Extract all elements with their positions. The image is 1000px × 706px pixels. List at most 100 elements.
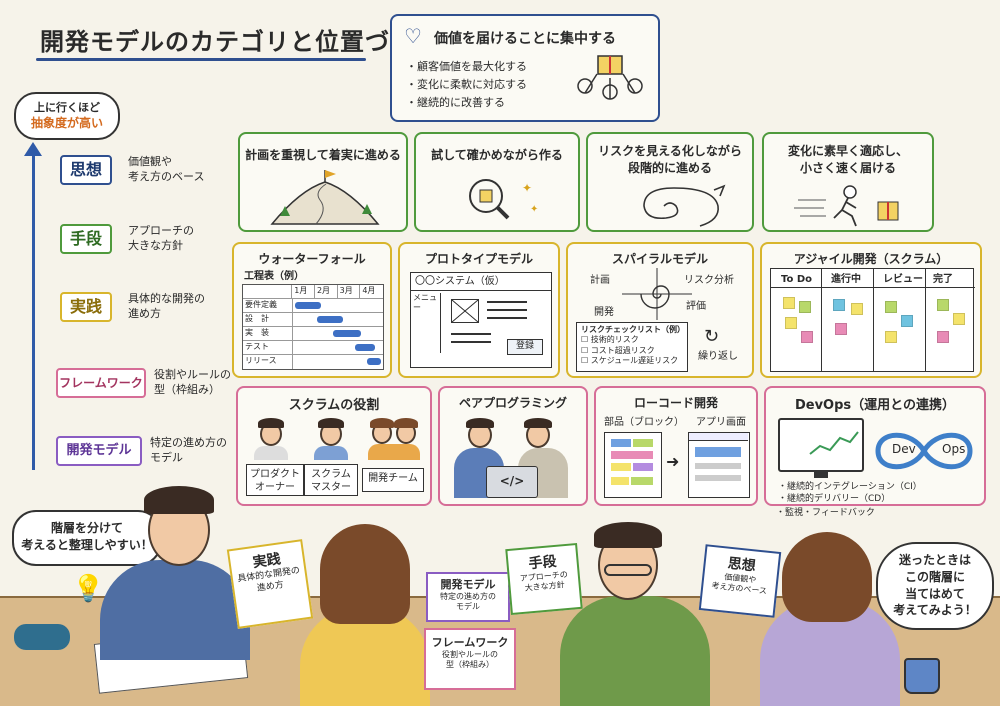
arrow-head-icon — [24, 142, 42, 156]
monitor — [778, 418, 864, 472]
checkbox-icon: ☐ — [581, 335, 589, 345]
risk-item: コスト超過リスク — [590, 345, 655, 355]
person-3-hair — [594, 522, 662, 548]
board-col-done: 完了 — [933, 274, 953, 285]
board-divider — [821, 269, 822, 371]
approach-card-try: 試して確かめながら作る ✦ ✦ — [414, 132, 580, 232]
block-part — [611, 463, 631, 471]
sticky-note — [885, 331, 897, 343]
hair — [258, 418, 284, 428]
sticky-note — [937, 299, 949, 311]
speech-bubble-left: 階層を分けて 考えると整理しやすい！ — [12, 510, 162, 566]
hair — [524, 418, 552, 428]
board-col-review: レビュー — [883, 274, 923, 285]
legend-desc-model: 特定の進め方の モデル — [150, 436, 227, 464]
glasses-icon — [604, 564, 652, 576]
spiral-label-risk: リスク分析 — [684, 275, 734, 286]
framework-card-scrum-roles: スクラムの役割 プロダクト オーナー スクラム マスター 開発チーム — [236, 386, 432, 506]
text-lines — [451, 333, 491, 335]
prototype-title: プロトタイプモデル — [424, 252, 533, 266]
infinity-loop-icon — [875, 432, 973, 470]
value-bullet-2: ・変化に柔軟に対応する — [406, 78, 527, 91]
image-placeholder-icon — [451, 299, 479, 323]
runner-gift-icon — [794, 185, 899, 227]
devops-ops-label: Ops — [942, 442, 966, 456]
gantt-row-label: 要件定義 — [243, 299, 293, 312]
practice-card-agile: アジャイル開発（スクラム） To Do 進行中 レビュー 完了 — [760, 242, 982, 378]
approach-card-plan: 計画を重視して着実に進める — [238, 132, 408, 232]
spiral-label-dev: 開発 — [594, 307, 614, 318]
gantt-month-4: 4月 — [362, 286, 376, 295]
scrum-board: To Do 進行中 レビュー 完了 — [770, 268, 975, 372]
parts-panel — [604, 432, 662, 498]
risk-item: 技術的リスク — [590, 335, 639, 345]
board-divider — [925, 269, 926, 371]
risk-checklist-title: リスクチェックリスト（例） — [581, 325, 685, 334]
mug-icon — [904, 658, 940, 694]
practice-card-waterfall: ウォーターフォール 工程表（例） 1月 2月 3月 4月 要件定義 設 計 実 … — [232, 242, 392, 378]
abstraction-arrow — [32, 150, 35, 470]
scrum-roles-title: スクラムの役割 — [288, 398, 380, 413]
gantt-bar — [367, 358, 381, 365]
board-col-doing: 進行中 — [831, 274, 861, 285]
spiral-arrow-icon — [643, 184, 726, 227]
heart-icon: ♡ — [404, 24, 422, 48]
svg-text:✦: ✦ — [522, 181, 532, 195]
legend-desc-shiso: 価値観や 考え方のベース — [128, 155, 205, 183]
app-block — [695, 447, 741, 457]
gantt-bar — [355, 344, 375, 351]
value-box-title: 価値を届けることに集中する — [434, 31, 616, 47]
checkbox-icon: ☐ — [581, 356, 589, 366]
sticky-note — [835, 323, 847, 335]
card-dev-model-title: 開発モデル — [440, 578, 496, 591]
legend-tag-framework: フレームワーク — [56, 368, 146, 398]
approach-card-adapt: 変化に素早く適応し、 小さく速く届ける — [762, 132, 934, 232]
person-4-hair — [782, 532, 872, 622]
spiral-diagram — [622, 268, 692, 320]
sticky-note — [783, 297, 795, 309]
monitor-stand — [814, 472, 828, 478]
lowcode-app-label: アプリ画面 — [696, 417, 746, 428]
sticky-note — [799, 301, 811, 313]
gantt-bar — [317, 316, 343, 323]
sticky-note — [785, 317, 797, 329]
legend-tag-shiso: 思想 — [60, 155, 112, 185]
app-block — [695, 475, 741, 481]
gantt-row-label: 実 装 — [243, 327, 293, 340]
block-part — [633, 463, 653, 471]
card-framework-title: フレームワーク — [431, 636, 509, 649]
gantt-row-label: 設 計 — [243, 313, 293, 326]
devops-bullet-cd: ・継続的デリバリー（CD） — [778, 494, 891, 504]
app-titlebar — [689, 433, 748, 441]
value-bullet-1: ・顧客価値を最大化する — [406, 60, 527, 73]
block-part — [611, 439, 631, 447]
app-screen — [688, 432, 750, 498]
abstraction-note-line2: 抽象度が高い — [30, 116, 103, 131]
title-underline — [36, 58, 366, 61]
person-3-body — [560, 596, 710, 706]
role-product-owner: プロダクト オーナー — [246, 464, 304, 496]
cycle-arrow-icon: ↻ — [704, 326, 720, 347]
card-shudan-desc: アプローチの 大きな方針 — [519, 569, 569, 594]
spiral-title: スパイラルモデル — [611, 252, 708, 266]
block-part — [611, 477, 629, 485]
block-part — [611, 451, 653, 459]
prototype-window-title: 〇〇システム（仮） — [411, 273, 551, 291]
practice-card-spiral: スパイラルモデル 計画 リスク分析 開発 評価 リスクチェックリスト（例） ☐ … — [566, 242, 754, 378]
gantt-row-label: リリース — [243, 355, 293, 369]
gantt-row-label: テスト — [243, 341, 293, 354]
value-bullet-3: ・継続的に改善する — [406, 96, 505, 109]
sticky-note — [885, 301, 897, 313]
approach-card-risk: リスクを見える化しながら 段階的に進める — [586, 132, 754, 232]
hair — [394, 418, 418, 428]
page-title: 開発モデルのカテゴリと位置づけ — [40, 28, 415, 56]
register-button[interactable]: 登録 — [507, 339, 543, 355]
card-framework-desc: 役割やルールの 型（枠組み） — [442, 650, 498, 670]
person-1-body — [100, 560, 250, 660]
pencil-case — [14, 624, 70, 650]
hair — [318, 418, 344, 428]
practice-card-prototype: プロトタイプモデル 〇〇システム（仮） メニュー 登録 — [398, 242, 560, 378]
devops-bullet-ci: ・継続的インテグレーション（CI） — [778, 482, 922, 492]
card-framework: フレームワーク 役割やルールの 型（枠組み） — [424, 628, 516, 690]
sticky-note — [901, 315, 913, 327]
